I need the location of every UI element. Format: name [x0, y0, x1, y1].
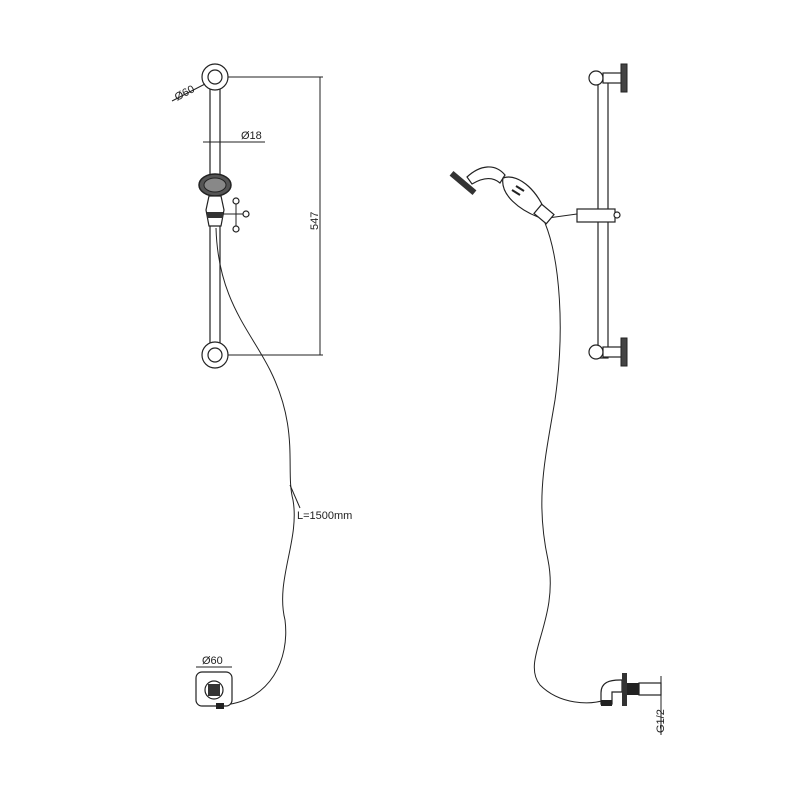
side-bottom-bracket: [588, 337, 628, 367]
rail-diameter-label: Ø18: [241, 130, 262, 142]
side-hand-shower: [449, 166, 555, 225]
front-cross-valve: [223, 197, 250, 233]
rail-height-label: 547: [309, 212, 321, 230]
front-bottom-bracket: [201, 341, 229, 369]
front-hose: [215, 227, 295, 706]
hose-length-label: L=1500mm: [297, 510, 352, 522]
side-view: G1/2: [449, 63, 667, 735]
side-slider: [547, 208, 621, 223]
outlet-thread-label: G1/2: [655, 709, 667, 733]
outlet-diameter-label: Ø60: [202, 655, 223, 667]
front-top-bracket: [201, 63, 229, 91]
bracket-diameter-leader: [171, 83, 206, 102]
hose-length-leader: [289, 484, 301, 509]
dimension-height: [228, 76, 323, 356]
bracket-diameter-label: Ø60: [173, 83, 197, 103]
front-wall-outlet: [195, 671, 233, 709]
side-wall-outlet: [600, 673, 662, 735]
side-hose: [533, 222, 606, 704]
front-view: 547 Ø18 Ø60 L=1500mm Ø60: [171, 63, 352, 709]
side-top-bracket: [588, 63, 628, 93]
front-shower-head: [198, 173, 232, 227]
